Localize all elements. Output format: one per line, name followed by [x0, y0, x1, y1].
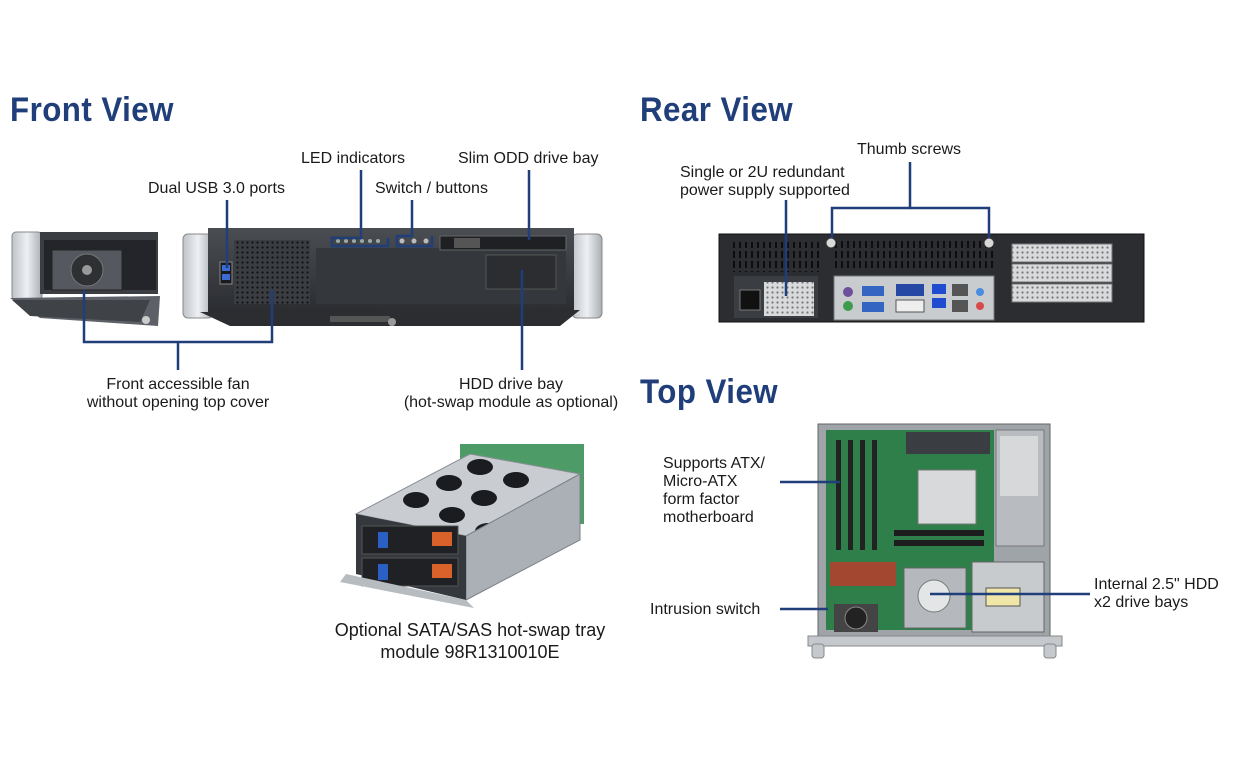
atx-label-line1: Supports ATX/ — [663, 455, 765, 472]
dual-usb-label: Dual USB 3.0 ports — [148, 180, 285, 197]
front-fan-label-line2: without opening top cover — [86, 394, 270, 411]
psu-label: Single or 2U redundant power supply supp… — [680, 164, 850, 200]
internal-hdd-label-line2: x2 drive bays — [1094, 594, 1189, 611]
callout-lines — [82, 162, 1090, 611]
slim-odd-label: Slim ODD drive bay — [458, 150, 599, 167]
top-view-heading: Top View — [640, 373, 779, 411]
top-chassis-illustration — [807, 423, 1063, 659]
intrusion-switch-label: Intrusion switch — [650, 601, 761, 618]
front-view-heading: Front View — [10, 91, 174, 129]
front-chassis-illustration — [182, 228, 603, 326]
atx-support-label: Supports ATX/ Micro-ATX form factor moth… — [663, 455, 765, 527]
psu-label-line1: Single or 2U redundant — [680, 164, 845, 181]
atx-label-line3: form factor — [663, 491, 740, 508]
tray-caption: Optional SATA/SAS hot-swap tray module 9… — [300, 619, 640, 663]
atx-label-line4: motherboard — [663, 509, 754, 526]
hdd-bay-label: HDD drive bay (hot-swap module as option… — [386, 376, 636, 412]
led-indicators-label: LED indicators — [301, 150, 406, 167]
atx-label-line2: Micro-ATX — [663, 473, 738, 490]
psu-label-line2: power supply supported — [680, 182, 850, 199]
rear-chassis-illustration — [718, 233, 1145, 323]
tray-caption-line1: Optional SATA/SAS hot-swap tray — [334, 620, 606, 640]
rear-view-heading: Rear View — [640, 91, 794, 129]
internal-hdd-label-line1: Internal 2.5" HDD — [1094, 576, 1219, 593]
switch-buttons-label: Switch / buttons — [375, 180, 488, 197]
hdd-bay-label-line1: HDD drive bay — [458, 376, 564, 393]
tray-caption-line2: module 98R1310010E — [380, 642, 560, 662]
internal-hdd-label: Internal 2.5" HDD x2 drive bays — [1094, 576, 1219, 612]
front-fan-label: Front accessible fan without opening top… — [64, 376, 292, 412]
front-fan-door-illustration — [10, 231, 160, 326]
hdd-bay-label-line2: (hot-swap module as optional) — [403, 394, 619, 411]
hotswap-tray-illustration — [340, 444, 584, 608]
thumb-screws-label: Thumb screws — [857, 141, 962, 158]
front-fan-label-line1: Front accessible fan — [106, 376, 250, 393]
